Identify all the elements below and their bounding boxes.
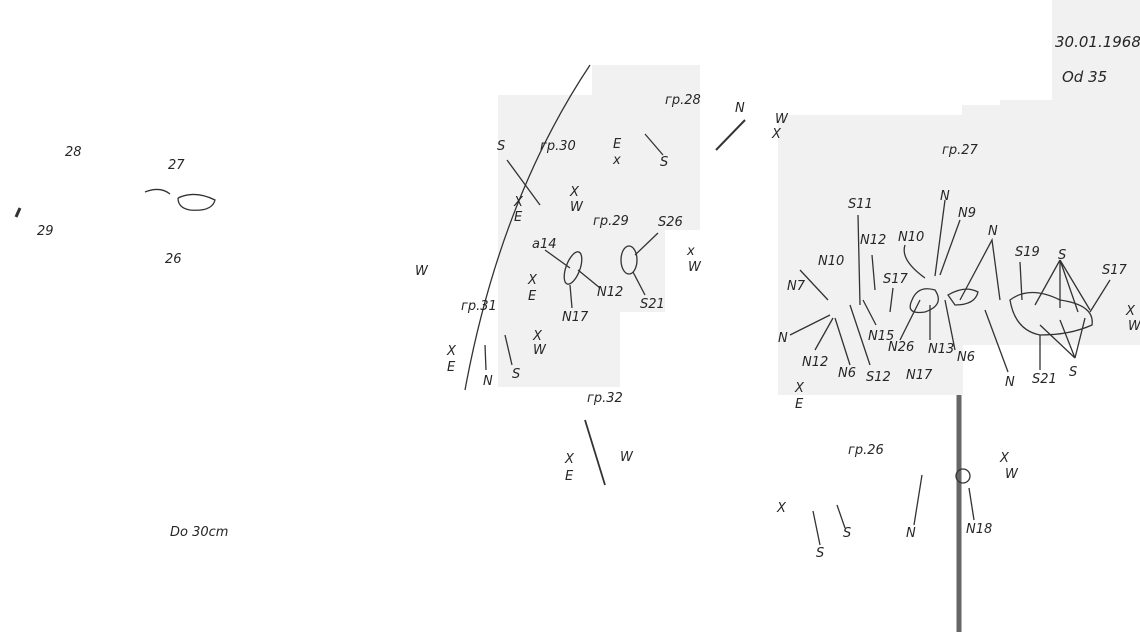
direction-mark: E — [514, 210, 523, 225]
observation-label: Od 35 — [1062, 68, 1108, 86]
direction-mark: x — [687, 244, 695, 259]
direction-mark: W — [1128, 319, 1140, 334]
spot-label: N — [778, 331, 788, 346]
direction-mark: W — [620, 450, 633, 465]
spot-label: N17 — [562, 310, 589, 325]
spot-label: N17 — [906, 368, 933, 383]
group-number: 27 — [168, 158, 185, 173]
spot-label: S19 — [1015, 245, 1040, 260]
group-title: гр.30 — [540, 139, 576, 154]
spot-label: N13 — [928, 342, 955, 357]
spot-label: S26 — [658, 215, 683, 230]
group-title: гр.29 — [593, 214, 629, 229]
spot-label: N18 — [966, 522, 993, 537]
group-title: гр.27 — [942, 143, 978, 158]
spot-label: N9 — [958, 206, 976, 221]
group-title: гр.26 — [848, 443, 884, 458]
paper-patch — [778, 115, 963, 395]
paper-patch — [620, 230, 665, 312]
paper-patch — [1052, 0, 1140, 110]
direction-mark: W — [688, 260, 701, 275]
group-number: 28 — [65, 145, 82, 160]
direction-mark: W — [533, 343, 546, 358]
spot-label: N — [988, 224, 998, 239]
direction-mark: E — [447, 360, 456, 375]
direction-mark: X — [772, 127, 781, 142]
spot-label: S — [512, 367, 521, 382]
paper-patch — [592, 65, 700, 230]
spot-label: S — [660, 155, 669, 170]
solar-limb — [464, 64, 591, 391]
direction-mark: X — [533, 329, 542, 344]
north-arrow — [715, 119, 746, 151]
spot-label: N26 — [888, 340, 915, 355]
direction-mark: X — [1000, 451, 1009, 466]
spot-label: N7 — [787, 279, 805, 294]
spot-label: N — [940, 189, 950, 204]
paper-patch — [1000, 100, 1140, 345]
spot-label: N6 — [957, 350, 975, 365]
spot-label: N6 — [838, 366, 856, 381]
direction-mark: X — [528, 273, 537, 288]
spot-label: S17 — [883, 272, 908, 287]
direction-mark: X — [447, 344, 456, 359]
spot-label: a14 — [532, 237, 557, 252]
spot-label: N10 — [818, 254, 845, 269]
direction-mark: x — [613, 153, 621, 168]
spot-label: S — [816, 546, 825, 561]
direction-mark: W — [775, 112, 788, 127]
spot-label: N10 — [898, 230, 925, 245]
spot-label: S — [843, 526, 852, 541]
group-number: 26 — [165, 252, 182, 267]
date-label: 30.01.1968 — [1055, 33, 1140, 51]
direction-mark: W — [570, 200, 583, 215]
direction-mark: E — [613, 137, 622, 152]
group-title: гр.31 — [461, 299, 497, 314]
spot-label: S12 — [866, 370, 891, 385]
direction-mark: E — [795, 397, 804, 412]
spot-label: S17 — [1102, 263, 1127, 278]
direction-mark: E — [528, 289, 537, 304]
direction-mark: X — [1126, 304, 1135, 319]
spot-label: N — [906, 526, 916, 541]
spot-label: N15 — [868, 329, 895, 344]
direction-mark: W — [1005, 467, 1018, 482]
spot-label: S11 — [848, 197, 873, 212]
spot-label: S21 — [640, 297, 665, 312]
spot-label: N12 — [860, 233, 887, 248]
direction-mark: X — [777, 501, 786, 516]
spot-label: S21 — [1032, 372, 1057, 387]
group-title: гр.32 — [587, 391, 623, 406]
scale-note: Do 30cm — [170, 525, 229, 540]
spot-label: S — [497, 139, 506, 154]
spot-label: N — [1005, 375, 1015, 390]
group-title: гр.28 — [665, 93, 701, 108]
spot-label: N12 — [802, 355, 829, 370]
direction-mark: X — [514, 195, 523, 210]
direction-mark: W — [415, 264, 428, 279]
direction-mark: X — [565, 452, 574, 467]
direction-mark: X — [570, 185, 579, 200]
spot-label: N — [483, 374, 493, 389]
direction-mark: E — [565, 469, 574, 484]
group-number: 29 — [37, 224, 54, 239]
spot-label: S — [1058, 248, 1067, 263]
spot-label: N12 — [597, 285, 624, 300]
direction-mark: X — [795, 381, 804, 396]
north-label: N — [735, 101, 745, 116]
spot-label: S — [1069, 365, 1078, 380]
